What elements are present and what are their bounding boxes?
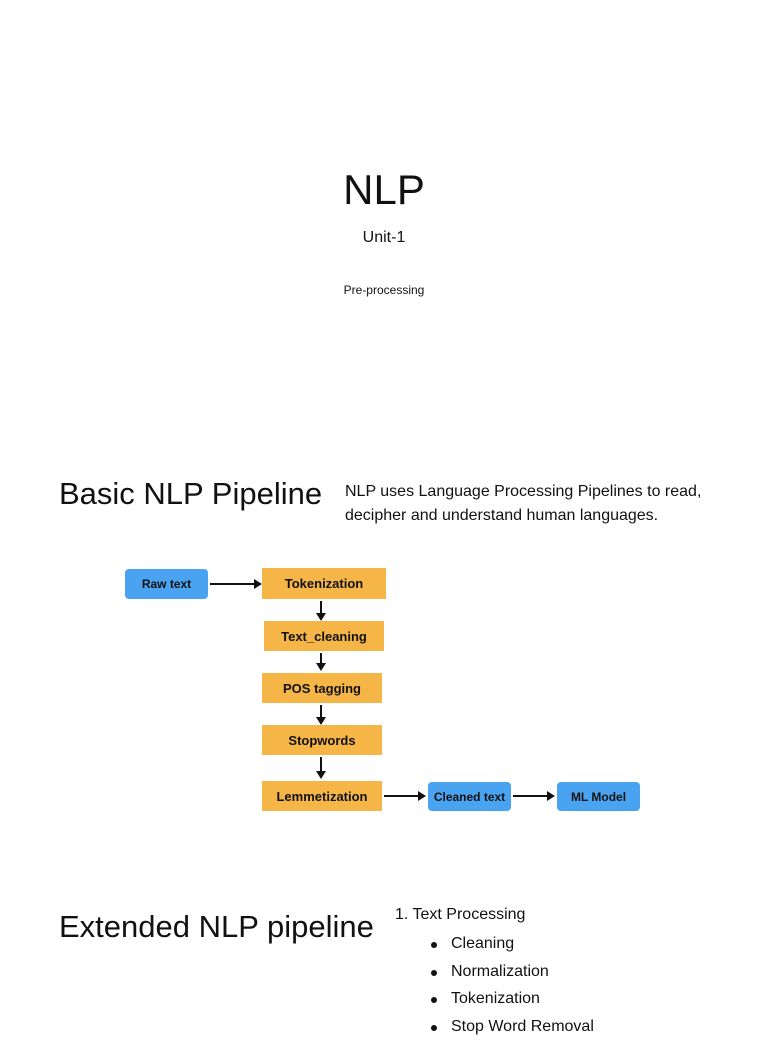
text-processing-list: Cleaning Normalization Tokenization Stop… [431,932,594,1042]
step-text-cleaning: Text_cleaning [264,621,384,651]
step-stopwords: Stopwords [262,725,382,755]
step-pos-tagging: POS tagging [262,673,382,703]
pipeline-description: NLP uses Language Processing Pipelines t… [345,480,745,528]
text-processing-title: 1. Text Processing [395,906,525,924]
raw-text-box: Raw text [125,569,208,599]
arrow-down-icon [320,601,322,619]
list-item: Cleaning [431,932,594,960]
extended-pipeline-heading: Extended NLP pipeline [59,909,374,945]
arrow-right-icon [513,795,553,797]
list-item: Normalization [431,960,594,988]
slide-subtitle: Pre-processing [0,283,768,297]
list-item: Tokenization [431,987,594,1015]
list-item: Stop Word Removal [431,1015,594,1042]
arrow-down-icon [320,653,322,669]
ml-model-box: ML Model [557,782,640,811]
arrow-down-icon [320,705,322,723]
arrow-right-icon [210,583,260,585]
step-tokenization: Tokenization [262,568,386,599]
arrow-down-icon [320,757,322,777]
step-lemmetization: Lemmetization [262,781,382,811]
arrow-right-icon [384,795,424,797]
cleaned-text-box: Cleaned text [428,782,511,811]
slide-title: NLP [0,166,768,214]
basic-pipeline-heading: Basic NLP Pipeline [59,476,322,512]
slide-unit-label: Unit-1 [0,229,768,247]
